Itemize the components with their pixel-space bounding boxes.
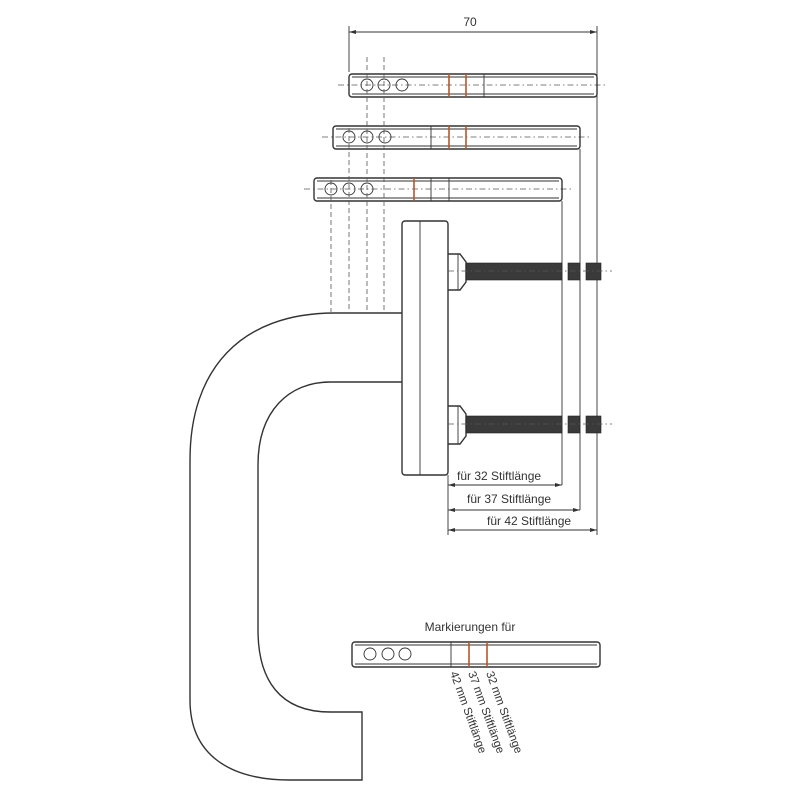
- extension-lines: [561, 149, 581, 510]
- markings-title: Markierungen für: [425, 620, 516, 634]
- screw-lower: [448, 405, 612, 445]
- pin-37mm: [322, 125, 590, 150]
- dimension-overall-width: 70: [348, 15, 598, 535]
- handle-lever: [189, 312, 402, 781]
- hole-centerlines: [330, 57, 385, 312]
- rosette-plate: [401, 220, 449, 476]
- pin-32mm: [304, 177, 572, 202]
- marking-pin: Markierungen für 32 mm Stiftlänge 37 mm …: [351, 620, 601, 755]
- pin-length-dimensions: für 32 Stiftlänge für 37 Stiftlänge für …: [447, 469, 597, 535]
- pin-42mm: [338, 73, 608, 98]
- dimension-37-label: für 37 Stiftlänge: [467, 492, 551, 506]
- dimension-70-label: 70: [463, 15, 477, 29]
- dimension-42-label: für 42 Stiftlänge: [487, 514, 571, 528]
- screw-upper: [448, 253, 612, 291]
- dimension-32-label: für 32 Stiftlänge: [457, 469, 541, 483]
